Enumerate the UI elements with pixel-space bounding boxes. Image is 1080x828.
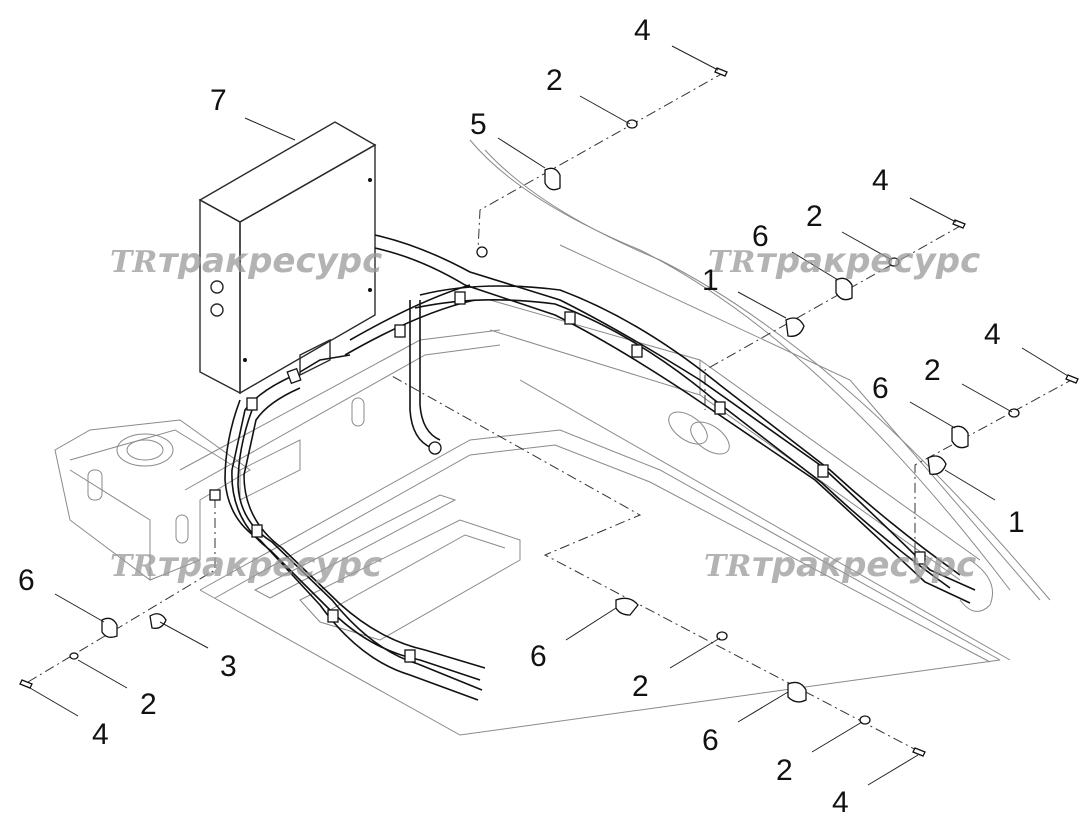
callout-2: 2 — [806, 200, 823, 233]
callout-7: 7 — [210, 84, 227, 117]
watermark-3: TR тракресурс — [110, 545, 382, 585]
leader-lines — [29, 45, 1069, 786]
svg-text:тракресурс: тракресурс — [756, 241, 980, 281]
svg-text:тракресурс: тракресурс — [158, 241, 382, 281]
callout-labels: 7 5 2 4 4 2 6 1 4 2 6 1 6 3 2 4 6 2 6 2 … — [18, 14, 1025, 819]
callout-6: 6 — [18, 564, 35, 597]
svg-text:тракресурс: тракресурс — [158, 545, 382, 585]
callout-2: 2 — [632, 670, 649, 703]
callout-4: 4 — [92, 718, 109, 751]
callout-2: 2 — [924, 354, 941, 387]
callout-6: 6 — [702, 724, 719, 757]
watermarks: TR тракресурс TR тракресурс TR тракресур… — [110, 241, 980, 585]
watermark-2: TR тракресурс — [708, 241, 980, 281]
callout-2: 2 — [776, 754, 793, 787]
svg-text:TR: TR — [704, 549, 751, 584]
assembly-axes — [27, 71, 1076, 753]
cable-harness — [224, 234, 976, 701]
callout-2: 2 — [140, 688, 157, 721]
watermark-1: TR тракресурс — [110, 241, 382, 281]
svg-text:TR: TR — [110, 245, 157, 280]
svg-text:TR: TR — [708, 245, 755, 280]
watermark-4: TR тракресурс — [704, 545, 976, 585]
hardware-parts — [19, 67, 1079, 757]
svg-text:тракресурс: тракресурс — [752, 545, 976, 585]
callout-5: 5 — [470, 108, 487, 141]
callout-4: 4 — [832, 786, 849, 819]
callout-4: 4 — [634, 14, 651, 47]
callout-6: 6 — [872, 372, 889, 405]
callout-6: 6 — [530, 640, 547, 673]
callout-1: 1 — [702, 264, 719, 297]
callout-6: 6 — [752, 220, 769, 253]
svg-text:TR: TR — [110, 549, 157, 584]
callout-2: 2 — [546, 64, 563, 97]
control-box — [198, 121, 377, 395]
chassis-frame — [54, 139, 1051, 736]
callout-3: 3 — [220, 650, 237, 683]
callout-4: 4 — [984, 318, 1001, 351]
callout-1: 1 — [1008, 506, 1025, 539]
callout-4: 4 — [872, 164, 889, 197]
harness-clamps — [209, 246, 926, 663]
